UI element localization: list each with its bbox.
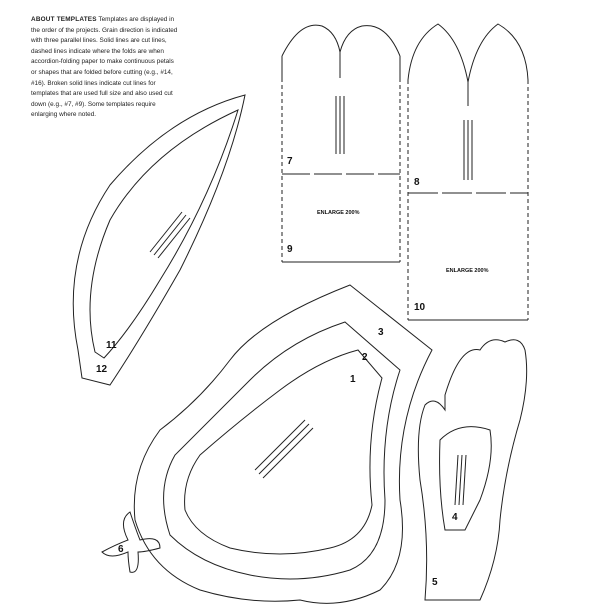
grain-lines-icon xyxy=(463,120,473,180)
label-2: 2 xyxy=(362,352,368,363)
label-12: 12 xyxy=(96,364,108,375)
template-4-5 xyxy=(417,339,528,601)
about-templates-text: ABOUT TEMPLATES Templates are displayed … xyxy=(31,15,181,121)
grain-lines-icon xyxy=(254,419,314,479)
label-6: 6 xyxy=(118,544,124,555)
label-8: 8 xyxy=(414,177,420,188)
label-4: 4 xyxy=(452,512,458,523)
label-11: 11 xyxy=(106,340,117,351)
template-8-10 xyxy=(407,23,529,321)
template-1-2-3 xyxy=(133,284,433,604)
label-3: 3 xyxy=(378,327,384,338)
template-11-12 xyxy=(72,94,246,386)
grain-lines-icon xyxy=(149,211,191,259)
label-10: 10 xyxy=(414,302,426,313)
about-templates-body: Templates are displayed in the order of … xyxy=(31,16,178,119)
label-1: 1 xyxy=(350,374,356,385)
label-9: 9 xyxy=(287,244,293,255)
grain-lines-icon xyxy=(454,454,467,506)
about-templates-heading: ABOUT TEMPLATES xyxy=(31,16,97,23)
enlarge-note-10: ENLARGE 200% xyxy=(446,268,489,274)
grain-lines-icon xyxy=(335,96,345,154)
template-7-9 xyxy=(281,24,401,263)
label-5: 5 xyxy=(432,577,438,588)
template-6 xyxy=(101,511,161,573)
enlarge-note-9: ENLARGE 200% xyxy=(317,210,360,216)
label-7: 7 xyxy=(287,156,293,167)
